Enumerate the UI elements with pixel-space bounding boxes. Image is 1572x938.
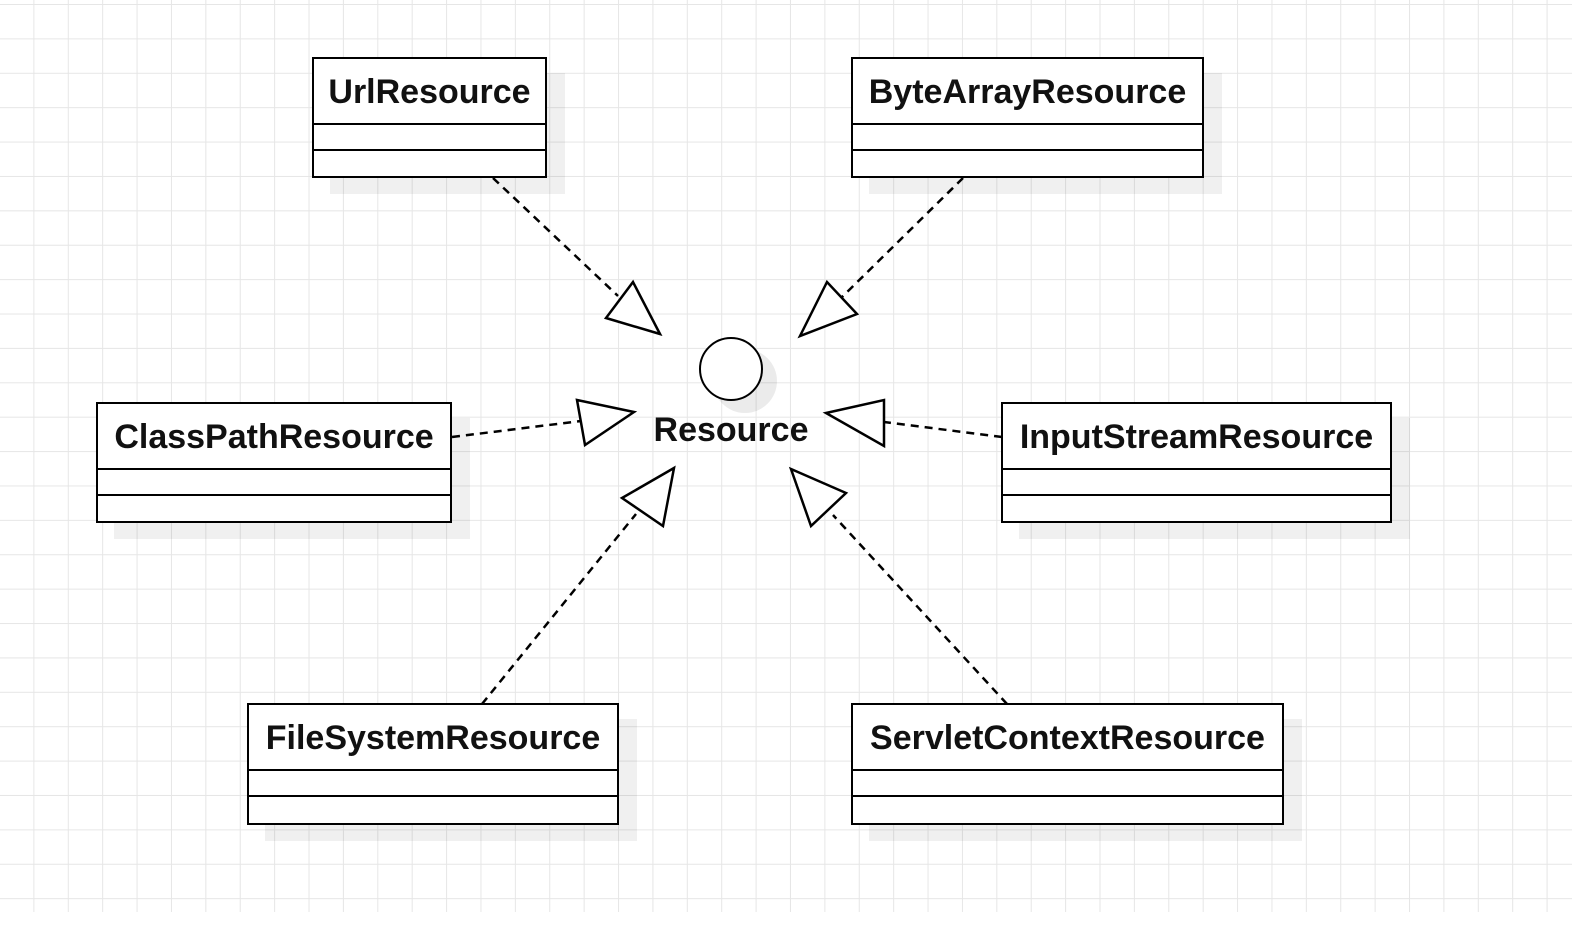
dashed-line xyxy=(451,419,582,439)
interface-name: Resource xyxy=(653,411,809,449)
class-box-url-resource[interactable]: UrlResource xyxy=(312,57,547,178)
dashed-line xyxy=(492,177,619,297)
operations-compartment xyxy=(853,797,1282,823)
dashed-line xyxy=(840,177,964,299)
realization-arrowhead xyxy=(797,279,860,339)
operations-compartment xyxy=(853,151,1202,177)
connector-filesystem-to-resource xyxy=(481,465,676,705)
attributes-compartment xyxy=(853,771,1282,797)
dashed-line xyxy=(832,514,1008,705)
class-box-bytearray-resource[interactable]: ByteArrayResource xyxy=(851,57,1204,178)
connector-bytearray-to-resource xyxy=(797,177,964,339)
operations-compartment xyxy=(98,496,450,522)
class-name: ServletContextResource xyxy=(853,705,1282,771)
dashed-line xyxy=(481,513,637,705)
interface-circle-icon[interactable] xyxy=(699,337,763,401)
dashed-line xyxy=(883,420,1003,439)
operations-compartment xyxy=(314,151,545,177)
attributes-compartment xyxy=(98,470,450,496)
class-box-inputstream-resource[interactable]: InputStreamResource xyxy=(1001,402,1392,523)
class-box-filesystem-resource[interactable]: FileSystemResource xyxy=(247,703,619,825)
connector-classpath-to-resource xyxy=(451,398,638,448)
realization-arrowhead xyxy=(575,398,638,448)
class-name: InputStreamResource xyxy=(1003,404,1390,470)
class-name: ClassPathResource xyxy=(98,404,450,470)
operations-compartment xyxy=(1003,496,1390,522)
class-box-classpath-resource[interactable]: ClassPathResource xyxy=(96,402,452,523)
class-box-servletcontext-resource[interactable]: ServletContextResource xyxy=(851,703,1284,825)
realization-arrowhead xyxy=(788,466,849,529)
attributes-compartment xyxy=(249,771,617,797)
connector-servletcontext-to-resource xyxy=(788,466,1008,705)
realization-arrowhead xyxy=(619,465,676,529)
operations-compartment xyxy=(249,797,617,823)
realization-arrowhead xyxy=(822,398,886,449)
attributes-compartment xyxy=(1003,470,1390,496)
attributes-compartment xyxy=(853,125,1202,151)
connector-inputstream-to-resource xyxy=(822,398,1003,449)
realization-arrowhead xyxy=(603,279,663,337)
class-name: ByteArrayResource xyxy=(853,59,1202,125)
connector-url-to-resource xyxy=(492,177,663,337)
class-name: FileSystemResource xyxy=(249,705,617,771)
attributes-compartment xyxy=(314,125,545,151)
class-name: UrlResource xyxy=(314,59,545,125)
